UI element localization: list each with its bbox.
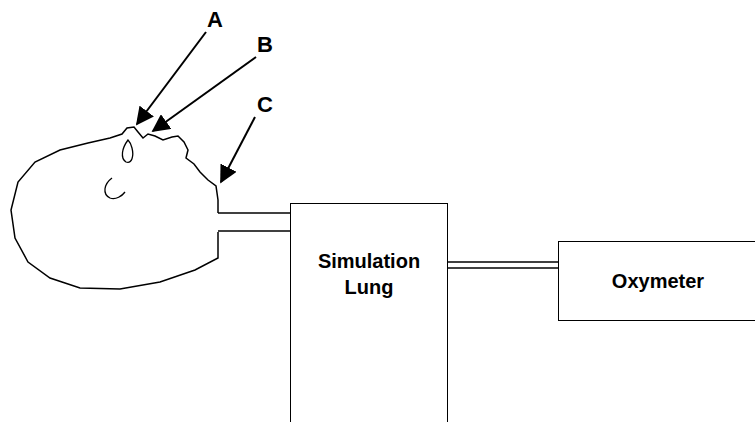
box-label: Simulation Lung [304,248,434,300]
tube-line [448,267,558,269]
leader-arrow [153,57,256,131]
tube [218,212,290,214]
tube [218,230,290,232]
callout-letter: C [256,94,274,116]
leader-arrow [137,32,206,124]
callout-letter: A [206,9,224,31]
leader-arrow [221,117,255,182]
closed-eye [105,178,125,199]
ear [122,140,132,162]
device-box: Simulation Lung [290,203,448,422]
callout-letter: B [256,34,274,56]
head-outline [11,127,218,289]
device-box: Oxymeter [558,241,755,321]
box-label: Oxymeter [612,268,704,294]
double-tube [448,262,558,268]
tube-line [448,261,558,263]
